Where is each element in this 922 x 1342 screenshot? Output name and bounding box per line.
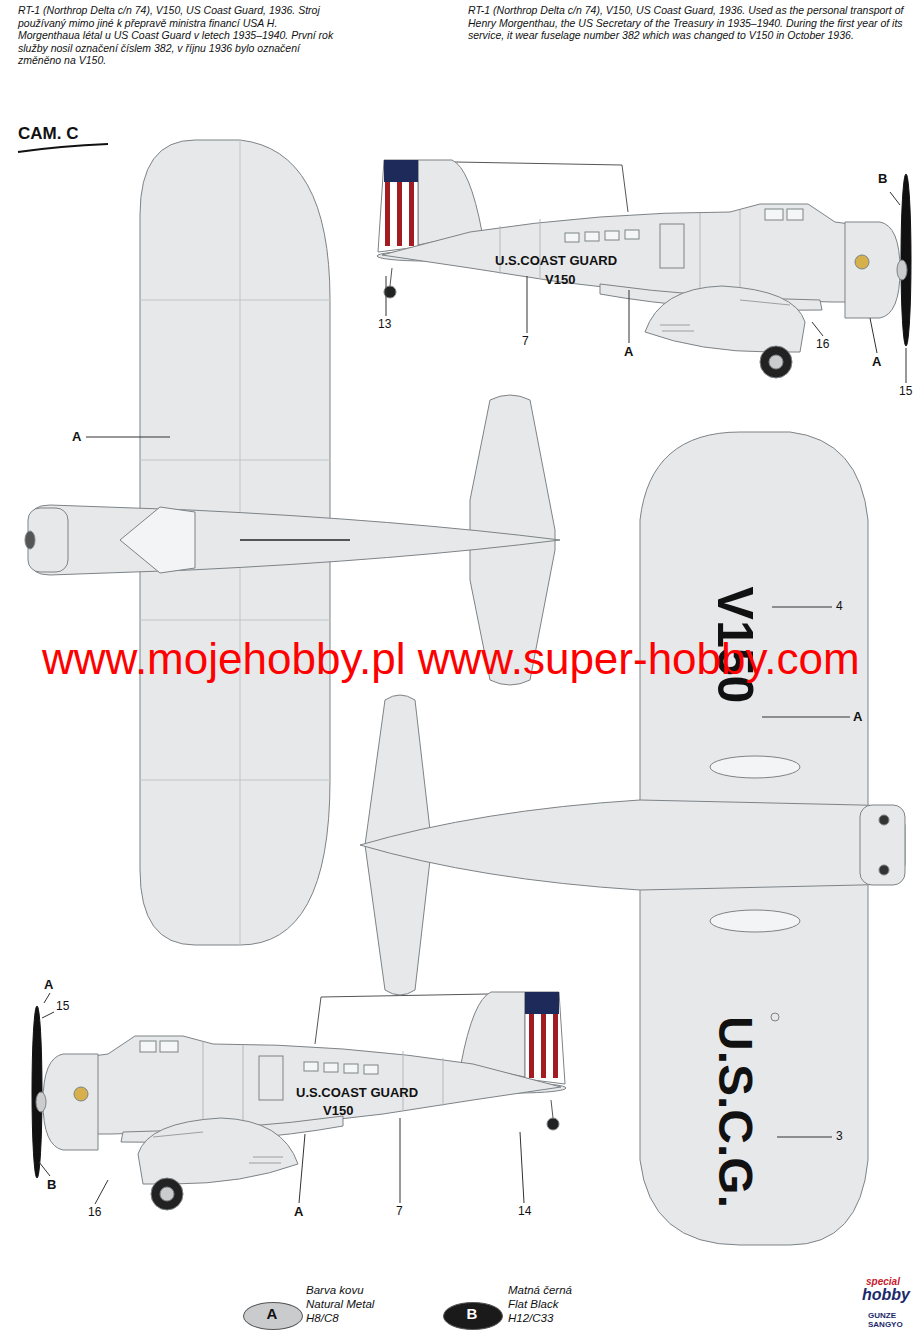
spinner: [25, 531, 35, 549]
fuselage: [30, 505, 560, 575]
wing-marking: U.S.C.G.: [711, 1016, 759, 1208]
fuselage-marking: U.S.COAST GUARD: [296, 1086, 418, 1101]
leader-line: [44, 993, 50, 1003]
leader-line: [812, 322, 823, 336]
leader-line: [527, 276, 528, 333]
callout-number: 4: [836, 600, 843, 614]
leader-line: [762, 717, 850, 718]
exhaust: [879, 865, 889, 875]
wheel-spat: [710, 756, 800, 778]
title-swoosh: [18, 144, 108, 152]
leader-line: [777, 1137, 832, 1138]
callout-letter: A: [294, 1205, 303, 1220]
logo-text: hobby: [862, 1286, 910, 1304]
caption-text: RT-1 (Northrop Delta c/n 74), V150, US C…: [468, 4, 914, 42]
legend-text: Barva kovu Natural Metal H8/C8: [306, 1284, 392, 1325]
fuselage-marking: V150: [545, 273, 575, 288]
callout-number: 14: [518, 1205, 531, 1219]
leader-line: [520, 1132, 524, 1203]
logo-text: GUNZE SANGYO: [868, 1312, 914, 1330]
callout-number: 16: [88, 1206, 101, 1220]
legend-text: Matná černá Flat Black H12/C33: [508, 1284, 594, 1325]
callout-letter: A: [72, 430, 81, 445]
leader-line: [890, 192, 900, 205]
section-title: CAM. C: [18, 124, 78, 144]
side-view-left: [32, 992, 566, 1210]
callout-number: 16: [816, 338, 829, 352]
fuselage-marking: V150: [323, 1104, 353, 1119]
exhaust: [879, 815, 889, 825]
callout-letter: B: [878, 172, 887, 187]
leader-line: [386, 276, 387, 316]
hatch: [771, 1013, 779, 1021]
leader-line: [906, 348, 907, 383]
callout-letter: B: [47, 1178, 56, 1193]
watermark: www.mojehobby.pl www.super-hobby.com: [42, 634, 860, 685]
leader-line: [772, 607, 832, 608]
leader-line: [42, 1012, 54, 1018]
leader-line: [400, 1118, 401, 1203]
leader-line: [86, 437, 170, 438]
leader-line: [299, 1134, 305, 1203]
canopy: [120, 507, 195, 573]
leader-line: [95, 1180, 108, 1204]
callout-number: 3: [836, 1130, 843, 1144]
callout-letter: A: [624, 345, 633, 360]
callout-number: 13: [378, 318, 391, 332]
callout-letter: A: [853, 710, 862, 725]
fuselage-line: [240, 539, 350, 541]
wheel-spat: [710, 910, 800, 932]
leader-line: [870, 318, 877, 353]
callout-number: 15: [56, 1000, 69, 1014]
logo-text: special: [866, 1276, 900, 1288]
leader-line: [629, 290, 630, 343]
leader-line: [39, 1162, 50, 1176]
callout-letter: A: [44, 978, 53, 993]
side-view-right: [377, 160, 911, 378]
legend-letter: A: [243, 1305, 301, 1322]
cowling: [860, 805, 905, 885]
callout-number: 7: [396, 1205, 403, 1219]
leader-lines: [39, 192, 906, 1204]
legend-letter: B: [443, 1305, 501, 1322]
fuselage-marking: U.S.COAST GUARD: [495, 254, 617, 269]
fuselage: [360, 800, 905, 890]
bottom-view: [360, 432, 905, 1245]
caption-text: RT-1 (Northrop Delta c/n 74), V150, US C…: [18, 4, 336, 67]
callout-number: 7: [522, 335, 529, 349]
callout-number: 15: [899, 385, 912, 399]
callout-letter: A: [872, 355, 881, 370]
